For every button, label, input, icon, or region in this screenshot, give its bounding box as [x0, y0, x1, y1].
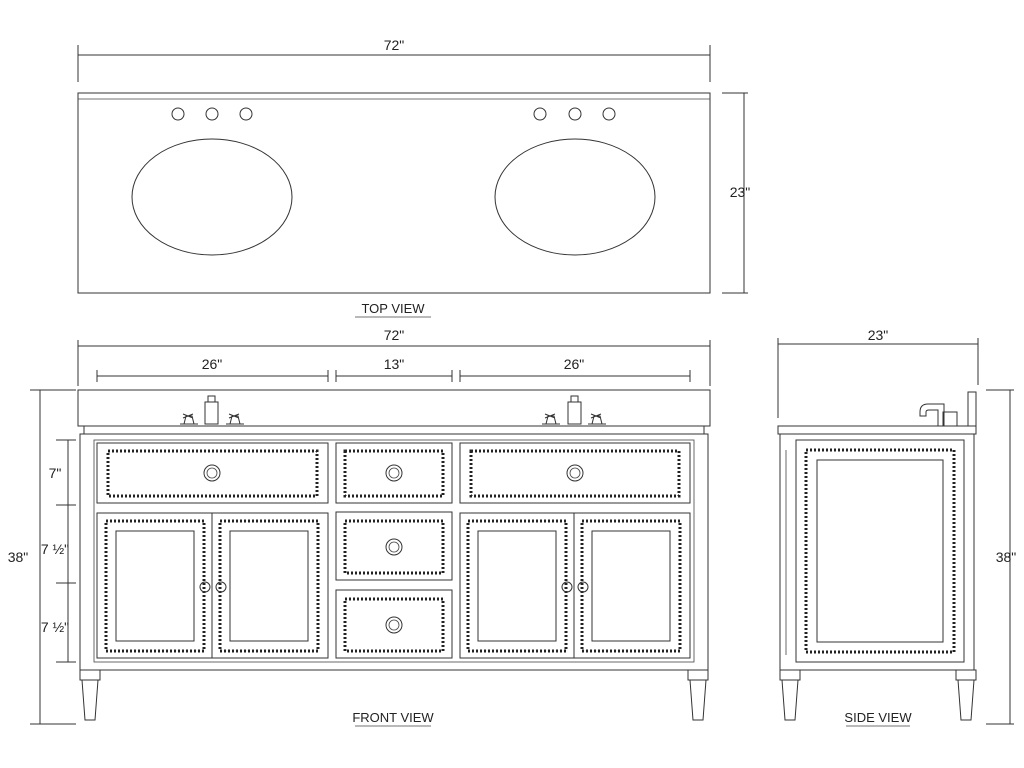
side-view: 23" 38" SIDE VIEW [777, 327, 1017, 727]
faucet-hole [568, 107, 582, 121]
bottom-height-label: 7 ½" [41, 619, 69, 635]
front-legs [79, 669, 709, 721]
right-faucet [542, 395, 606, 425]
middle-height-label: 7 ½" [41, 541, 69, 557]
center-middle-drawer [335, 511, 453, 581]
front-width-dimension: 72" [77, 327, 711, 386]
drawer-knob [385, 464, 403, 482]
faucet-hole [239, 107, 253, 121]
top-view-title: TOP VIEW [361, 301, 425, 316]
door-knob [561, 581, 573, 593]
drawer-knob [385, 538, 403, 556]
right-sink-basin [494, 138, 656, 256]
door-knob [577, 581, 589, 593]
side-backsplash [967, 391, 977, 427]
front-height-label: 38" [8, 549, 29, 565]
left-sink-basin [131, 138, 293, 256]
side-legs [779, 669, 977, 721]
drawer-knob [566, 464, 584, 482]
left-section-label: 26" [202, 356, 223, 372]
side-faucet [919, 403, 958, 427]
front-countertop [77, 389, 711, 427]
top-width-dimension: 72" [77, 37, 711, 82]
left-faucet [180, 395, 244, 425]
left-cabinet-doors [96, 512, 329, 659]
drawer-knob [385, 616, 403, 634]
faucet-hole [171, 107, 185, 121]
side-depth-label: 23" [868, 327, 889, 343]
side-view-title: SIDE VIEW [844, 710, 912, 725]
drawer-height-label: 7" [49, 465, 62, 481]
faucet-hole [602, 107, 616, 121]
right-cabinet-doors [459, 512, 691, 659]
segment-height-dimensions: 7" 7 ½" 7 ½" [41, 439, 76, 663]
door-knob [215, 581, 227, 593]
door-knob [199, 581, 211, 593]
top-width-label: 72" [384, 37, 405, 53]
front-view-title: FRONT VIEW [352, 710, 434, 725]
front-view: 72" 26" 13" 26" 38" [8, 327, 711, 727]
top-depth-dimension: 23" [722, 92, 751, 294]
side-cabinet-body [779, 433, 975, 671]
front-height-dimension: 38" [8, 389, 76, 725]
faucet-hole [533, 107, 547, 121]
countertop-outline [77, 92, 711, 294]
side-depth-dimension: 23" [777, 327, 979, 418]
right-top-drawer [459, 442, 691, 504]
top-view: 72" 23" TOP VIEW [77, 37, 751, 318]
left-top-drawer [96, 442, 329, 504]
center-bottom-drawer [335, 589, 453, 659]
section-dimensions: 26" 13" 26" [96, 356, 691, 382]
center-section-label: 13" [384, 356, 405, 372]
cabinet-body [79, 433, 709, 671]
drawer-knob [203, 464, 221, 482]
center-top-drawer [335, 442, 453, 504]
side-height-dimension: 38" [986, 389, 1017, 725]
front-width-label: 72" [384, 327, 405, 343]
faucet-hole [205, 107, 219, 121]
side-height-label: 38" [996, 549, 1017, 565]
side-countertop [777, 425, 977, 435]
top-depth-label: 23" [730, 184, 751, 200]
right-section-label: 26" [564, 356, 585, 372]
